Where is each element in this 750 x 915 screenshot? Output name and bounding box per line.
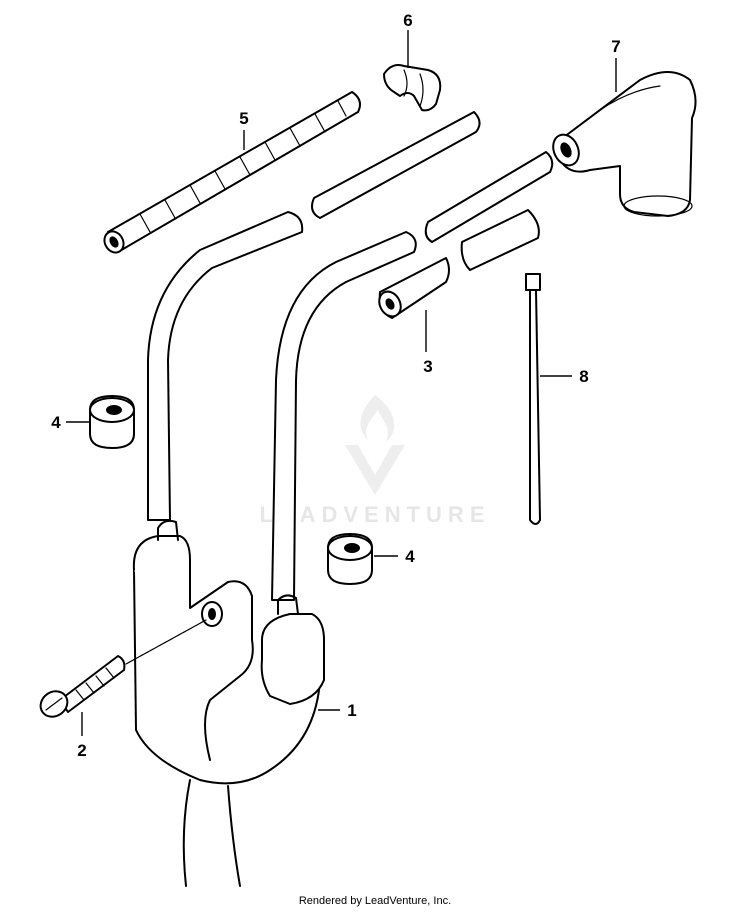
cable-right (271, 231, 417, 601)
cable-segments (311, 111, 554, 243)
callout-2: 2 (77, 741, 86, 760)
cable-left (147, 211, 304, 521)
clip-part-6 (383, 64, 442, 112)
grommet-part-4-right (327, 533, 373, 585)
ignition-coil-part-1 (132, 519, 325, 887)
watermark-logo (345, 395, 405, 495)
bolt-part-2 (39, 619, 207, 718)
leader-lines (66, 30, 617, 736)
callout-4-left: 4 (51, 413, 61, 432)
plug-cap-part-7 (552, 71, 697, 217)
callout-6: 6 (403, 11, 412, 30)
callout-3: 3 (423, 357, 432, 376)
callout-1: 1 (347, 701, 356, 720)
wrapped-tube-part-5 (103, 91, 361, 254)
callout-8: 8 (579, 367, 588, 386)
footer-credit: Rendered by LeadVenture, Inc. (299, 895, 451, 907)
callout-5: 5 (239, 109, 248, 128)
grommet-part-4-left (89, 395, 135, 449)
callout-4-right: 4 (405, 547, 415, 566)
watermark-text: LEADVENTURE (259, 502, 490, 527)
cable-tie-part-8 (525, 273, 541, 525)
sleeve-part-3 (378, 209, 540, 319)
callout-7: 7 (611, 37, 620, 56)
